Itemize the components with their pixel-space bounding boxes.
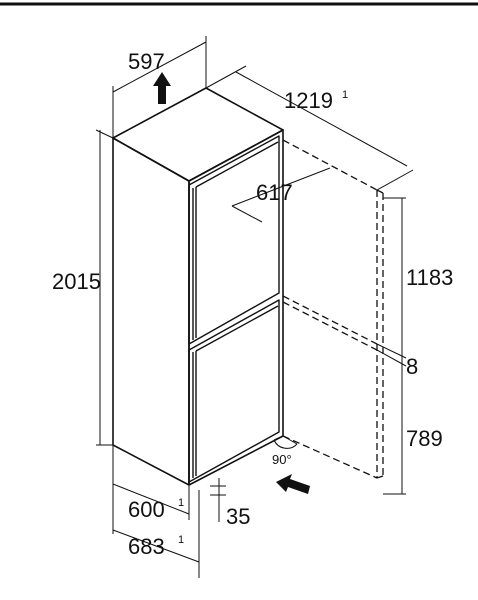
label-height-lower: 789 bbox=[406, 426, 443, 451]
open-door-outline bbox=[282, 139, 384, 479]
air-flow-up-arrow bbox=[153, 72, 171, 104]
label-width-top: 597 bbox=[128, 49, 165, 74]
label-depth-door-open-note: 1 bbox=[342, 89, 348, 101]
dimension-lines bbox=[95, 36, 414, 578]
label-door-depth: 617 bbox=[256, 180, 293, 205]
label-depth-bottom: 683 bbox=[128, 534, 165, 559]
label-door-angle: 90° bbox=[272, 452, 292, 467]
label-depth-door-open: 1219 bbox=[284, 88, 333, 113]
label-width-bottom-note: 1 bbox=[178, 497, 184, 509]
label-width-bottom: 600 bbox=[128, 497, 165, 522]
label-height-upper: 1183 bbox=[406, 265, 453, 290]
label-depth-bottom-note: 1 bbox=[178, 534, 184, 546]
fridge-doors bbox=[188, 135, 280, 483]
label-gap: 8 bbox=[406, 354, 418, 379]
lower-door bbox=[188, 299, 280, 483]
label-height-total: 2015 bbox=[52, 269, 101, 294]
upper-door bbox=[188, 135, 280, 345]
label-plinth: 35 bbox=[226, 504, 250, 529]
air-flow-in-arrow bbox=[276, 474, 310, 494]
